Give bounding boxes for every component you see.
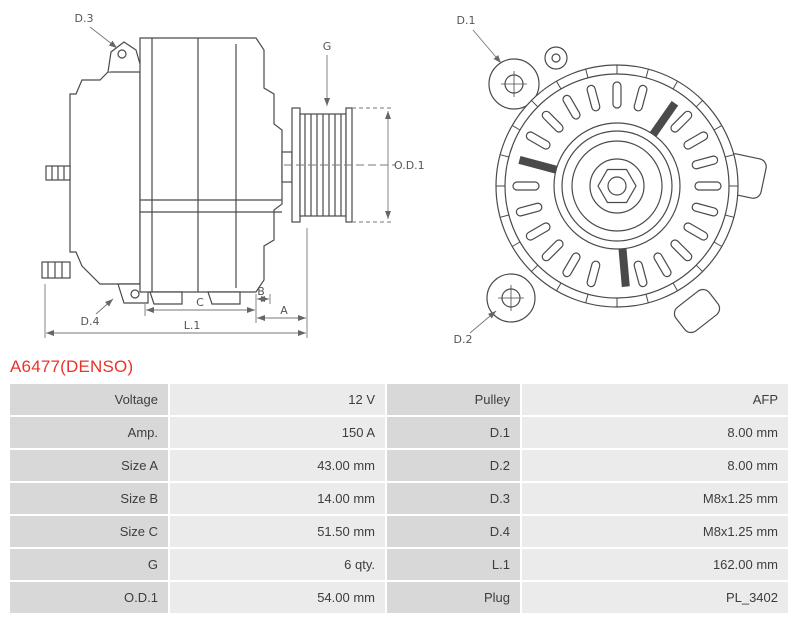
spec-label: D.1 (387, 417, 520, 448)
mount-hole-d3 (117, 49, 127, 59)
dim-label-d3: D.3 (75, 12, 94, 25)
spec-label: G (10, 549, 168, 580)
table-row: Size B 14.00 mm D.3 M8x1.25 mm (10, 483, 790, 514)
front-view-drawing (486, 46, 767, 334)
dim-label-od1: O.D.1 (394, 159, 425, 172)
vent-slots (512, 81, 722, 288)
dim-label-g: G (323, 40, 332, 53)
rim-ribs (496, 65, 738, 307)
dimension-annotations: G O.D.1 D.3 D.4 (44, 12, 502, 346)
spec-value: AFP (522, 384, 788, 415)
table-row: Size C 51.50 mm D.4 M8x1.25 mm (10, 516, 790, 547)
spec-table: Voltage 12 V Pulley AFP Amp. 150 A D.1 8… (10, 384, 790, 613)
spec-label: Amp. (10, 417, 168, 448)
table-row: G 6 qty. L.1 162.00 mm (10, 549, 790, 580)
spec-label: O.D.1 (10, 582, 168, 613)
alternator-drawing-svg: G O.D.1 D.3 D.4 (41, 12, 767, 346)
shaft-nut (597, 168, 637, 204)
spec-value: M8x1.25 mm (522, 483, 788, 514)
spec-value: PL_3402 (522, 582, 788, 613)
spec-value: 8.00 mm (522, 417, 788, 448)
spec-label: L.1 (387, 549, 520, 580)
spec-label: Size B (10, 483, 168, 514)
spec-label: D.2 (387, 450, 520, 481)
spec-value: 54.00 mm (170, 582, 385, 613)
spec-label: D.3 (387, 483, 520, 514)
spec-label: Voltage (10, 384, 168, 415)
table-row: Voltage 12 V Pulley AFP (10, 384, 790, 415)
dim-label-d2: D.2 (454, 333, 473, 346)
dim-label-a: A (280, 304, 288, 317)
spec-value: 162.00 mm (522, 549, 788, 580)
dim-label-l1: L.1 (184, 319, 201, 332)
dim-label-b: B (257, 285, 265, 298)
dim-label-d1: D.1 (457, 14, 476, 27)
spec-value: 12 V (170, 384, 385, 415)
spec-label: Size C (10, 516, 168, 547)
part-number-heading: A6477(DENSO) (10, 357, 134, 376)
dim-label-c: C (196, 296, 204, 309)
table-row: O.D.1 54.00 mm Plug PL_3402 (10, 582, 790, 613)
spec-value: 6 qty. (170, 549, 385, 580)
spec-value: 14.00 mm (170, 483, 385, 514)
technical-drawing: G O.D.1 D.3 D.4 (41, 12, 767, 346)
mount-hole-d4 (130, 289, 140, 299)
side-view-drawing (41, 37, 353, 305)
spec-label: Size A (10, 450, 168, 481)
table-row: Amp. 150 A D.1 8.00 mm (10, 417, 790, 448)
table-row: Size A 43.00 mm D.2 8.00 mm (10, 450, 790, 481)
spec-label: Plug (387, 582, 520, 613)
spec-label: Pulley (387, 384, 520, 415)
spec-value: 150 A (170, 417, 385, 448)
spec-value: 43.00 mm (170, 450, 385, 481)
spec-value: M8x1.25 mm (522, 516, 788, 547)
product-spec-page: G O.D.1 D.3 D.4 (10, 12, 790, 613)
spec-value: 51.50 mm (170, 516, 385, 547)
spec-label: D.4 (387, 516, 520, 547)
dim-label-d4: D.4 (81, 315, 100, 328)
spec-value: 8.00 mm (522, 450, 788, 481)
